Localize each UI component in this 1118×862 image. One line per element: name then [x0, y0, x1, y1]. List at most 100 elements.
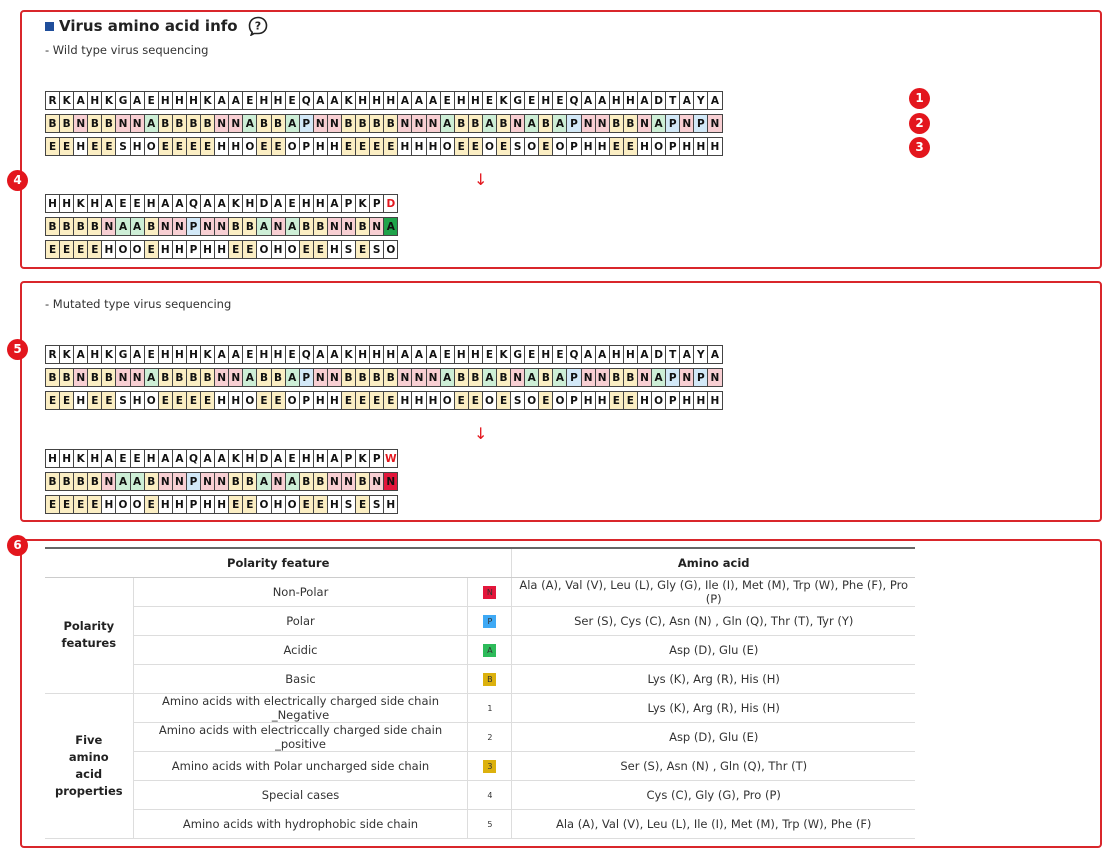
- sequence-cell: N: [214, 472, 230, 491]
- feature-cell: Amino acids with Polar uncharged side ch…: [133, 751, 469, 781]
- sequence-cell: O: [129, 495, 145, 514]
- sequence-cell: A: [439, 368, 455, 387]
- sequence-cell: A: [129, 91, 145, 110]
- sequence-cell: N: [326, 114, 342, 133]
- sequence-cell: B: [73, 472, 89, 491]
- sequence-cell: E: [129, 449, 145, 468]
- sequence-cell: B: [45, 472, 61, 491]
- sequence-cell: E: [171, 391, 187, 410]
- sequence-cell: P: [298, 114, 314, 133]
- sequence-cell: O: [524, 137, 540, 156]
- sequence-cell: E: [622, 137, 638, 156]
- table-header-row: Polarity feature Amino acid: [45, 547, 915, 578]
- sequence-cell: B: [87, 114, 103, 133]
- marker-2: 2: [909, 113, 930, 134]
- sequence-cell: N: [171, 217, 187, 236]
- sequence-cell: H: [453, 345, 469, 364]
- sequence-cell: P: [566, 391, 582, 410]
- sequence-cell: P: [185, 472, 202, 491]
- sequence-cell: O: [143, 137, 159, 156]
- sequence-cell: P: [340, 449, 357, 468]
- sequence-cell: E: [608, 391, 624, 410]
- sequence-cell: H: [200, 495, 216, 514]
- sequence-cell: N: [214, 217, 230, 236]
- amino-cell: Lys (K), Arg (R), His (H): [511, 664, 915, 694]
- sequence-cell: K: [59, 345, 75, 364]
- sequence-cell: A: [157, 449, 173, 468]
- amino-cell: Ala (A), Val (V), Leu (L), Gly (G), Ile …: [511, 577, 915, 607]
- sequence-cell: D: [383, 194, 399, 213]
- sequence-cell: Q: [298, 91, 314, 110]
- sequence-cell: B: [453, 114, 469, 133]
- sequence-cell: P: [298, 137, 314, 156]
- sequence-cell: B: [59, 368, 75, 387]
- sequence-cell: P: [185, 495, 202, 514]
- sequence-cell: S: [369, 240, 385, 259]
- sequence-cell: K: [340, 345, 357, 364]
- sequence-cell: A: [552, 368, 568, 387]
- sequence-cell: H: [270, 345, 286, 364]
- sequence-cell: N: [397, 114, 413, 133]
- sequence-cell: A: [270, 194, 286, 213]
- sequence-cell: D: [651, 91, 667, 110]
- sequence-cell: N: [594, 368, 610, 387]
- sequence-cell: S: [115, 391, 131, 410]
- sequence-cell: N: [510, 114, 526, 133]
- sequence-cell: B: [608, 368, 624, 387]
- sequence-cell: Q: [185, 194, 202, 213]
- sequence-cell: O: [256, 495, 272, 514]
- sequence-cell: B: [496, 368, 512, 387]
- sequence-cell: E: [101, 137, 117, 156]
- sequence-cell: P: [693, 114, 709, 133]
- sequence-cell: P: [665, 114, 681, 133]
- sequence-cell: A: [481, 368, 497, 387]
- sequence-cell: H: [185, 91, 202, 110]
- sequence-cell: N: [101, 472, 117, 491]
- sequence-cell: O: [481, 391, 497, 410]
- sequence-cell: B: [355, 217, 371, 236]
- sequence-cell: A: [284, 368, 300, 387]
- amino-cell: Lys (K), Arg (R), His (H): [511, 693, 915, 723]
- sequence-cell: A: [439, 114, 455, 133]
- sequence-cell: N: [411, 368, 427, 387]
- sequence-cell: N: [580, 114, 596, 133]
- sequence-cell: B: [45, 368, 61, 387]
- sequence-cell: B: [355, 368, 371, 387]
- sequence-cell: N: [425, 114, 441, 133]
- sequence-cell: T: [665, 91, 681, 110]
- sequence-cell: A: [129, 472, 145, 491]
- sequence-cell: H: [143, 194, 159, 213]
- sequence-cell: P: [298, 368, 314, 387]
- table-row: Basic B Lys (K), Arg (R), His (H): [45, 664, 915, 694]
- sequence-cell: H: [693, 137, 709, 156]
- sequence-cell: O: [439, 391, 455, 410]
- table-row: Amino acids with electriccally charged s…: [45, 722, 915, 752]
- sequence-cell: H: [312, 391, 328, 410]
- sequence-cell: E: [185, 391, 202, 410]
- sequence-cell: P: [340, 194, 357, 213]
- sequence-cell: A: [552, 114, 568, 133]
- sequence-cell: H: [87, 345, 103, 364]
- property-chip: 2: [487, 733, 493, 742]
- sequence-cell: O: [115, 495, 131, 514]
- sequence-cell: A: [214, 194, 230, 213]
- sequence-cell: B: [101, 114, 117, 133]
- sequence-cell: H: [383, 91, 399, 110]
- sequence-cell: E: [200, 391, 216, 410]
- help-icon[interactable]: ?: [248, 16, 268, 36]
- sequence-cell: A: [679, 345, 695, 364]
- sequence-cell: A: [383, 217, 399, 236]
- sequence-cell: O: [284, 240, 300, 259]
- sequence-cell: H: [538, 91, 554, 110]
- sequence-cell: A: [171, 449, 187, 468]
- sequence-cell: E: [383, 137, 399, 156]
- sequence-cell: E: [481, 91, 497, 110]
- sequence-cell: T: [665, 345, 681, 364]
- table-row: Acidic A Asp (D), Glu (E): [45, 635, 915, 665]
- sequence-cell: E: [87, 137, 103, 156]
- sequence-cell: E: [143, 91, 159, 110]
- sequence-cell: N: [326, 472, 342, 491]
